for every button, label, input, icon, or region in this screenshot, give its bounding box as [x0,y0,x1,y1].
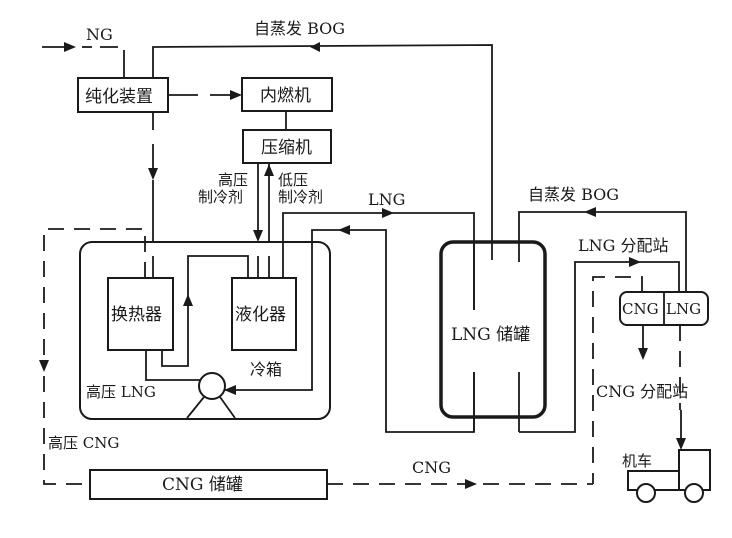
bog-top-line [152,42,493,260]
bog-top-label: 自蒸发 BOG [254,19,345,38]
hp-refrigerant-label-1: 高压 [218,171,248,189]
vehicle-icon [627,449,711,503]
hp-cng-label: 高压 CNG [48,434,119,452]
refrigerant-lines [253,163,274,242]
hp-cng-dashed-loop [39,228,146,485]
dispenser-lng-label: LNG [666,300,701,318]
lng-tank-box [439,240,547,419]
heat-exchanger-label: 换热器 [111,305,162,325]
hp-refrigerant-label-2: 制冷剂 [198,188,243,206]
cng-flow-line [327,479,593,489]
dispenser-cng-label: CNG [622,300,659,318]
ng-input-line [42,42,125,78]
liquefier-box [231,277,297,351]
ng-label: NG [86,25,113,44]
lp-refrigerant-label-2: 制冷剂 [278,188,323,206]
purifier-label: 纯化装置 [85,87,153,107]
lng-to-vehicle-line [676,325,686,450]
lng-tank-label: LNG 储罐 [451,325,530,345]
engine-label: 内燃机 [260,86,311,106]
liquefier-label: 液化器 [235,305,286,325]
hx-to-liquefier-line [145,255,249,381]
lng-station-line [519,257,680,433]
lng-flow-label: LNG [368,190,405,209]
vehicle-label: 机车 [622,452,652,470]
cng-tank-box [89,469,328,500]
pump-base-2 [219,396,236,419]
purifier-to-engine-line [168,90,242,100]
purifier-box [77,77,169,113]
pump-icon [198,372,226,400]
cold-box-label: 冷箱 [250,360,282,379]
heat-exchanger-box [107,277,174,351]
bog-right-line [518,207,687,292]
cng-flow-label: CNG [412,458,451,477]
cng-tank-label: CNG 储罐 [162,475,243,495]
lp-refrigerant-label-1: 低压 [278,171,308,189]
cng-dispense-line [638,325,648,360]
engine-box [241,77,333,112]
cng-to-dispenser-dashed [592,276,643,484]
cng-station-label: CNG 分配站 [596,382,688,401]
purifier-down-line [148,112,158,242]
bog-right-label: 自蒸发 BOG [528,185,619,204]
cold-box [79,241,331,420]
hp-lng-label: 高压 LNG [86,383,156,401]
pump-base [186,396,205,419]
compressor-box [242,129,332,164]
compressor-label: 压缩机 [261,138,312,158]
lng-station-label: LNG 分配站 [578,236,669,255]
